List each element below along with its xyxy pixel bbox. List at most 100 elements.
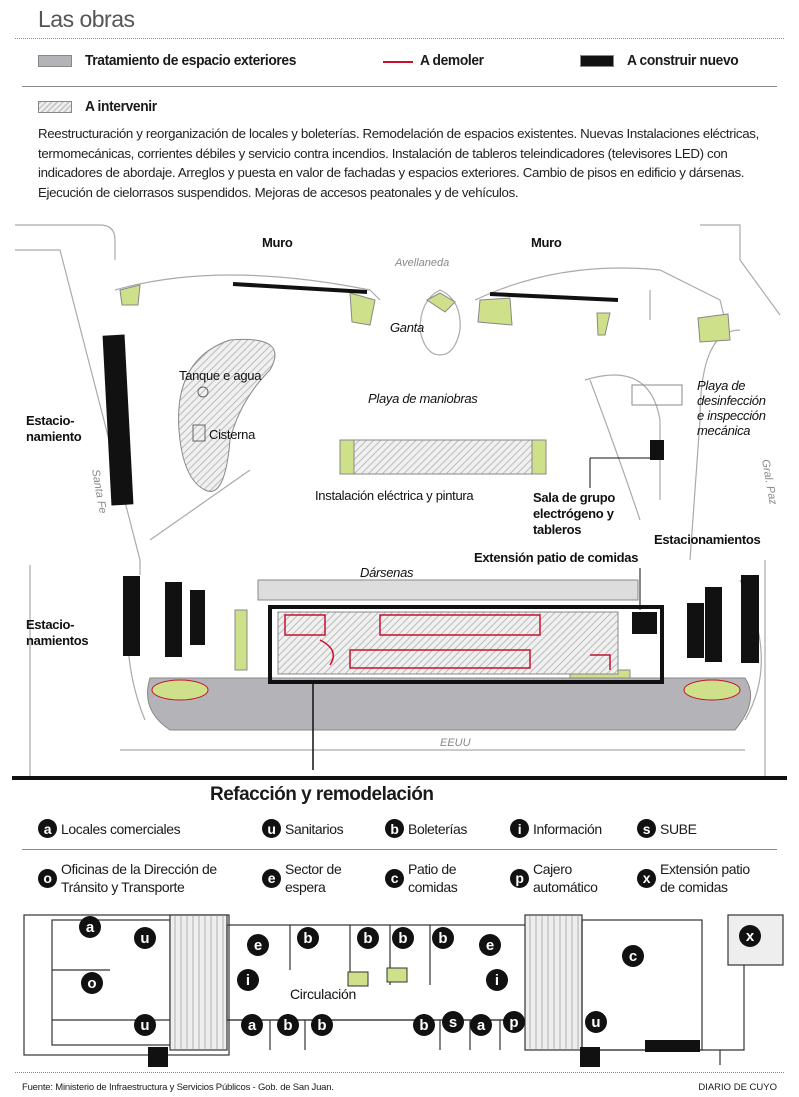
legend-swatch-exteriores	[38, 55, 72, 67]
label-muro: Muro	[262, 235, 293, 250]
street-santa-fe: Santa Fe	[89, 468, 109, 514]
badge-icon: a	[38, 819, 57, 838]
legend-intervenir: A intervenir	[85, 98, 157, 115]
marker-badge	[413, 1014, 435, 1036]
legend-demoler: A demoler	[420, 52, 484, 69]
description: Reestructuración y reorganización de loc…	[38, 126, 759, 200]
marker-badge	[241, 1014, 263, 1036]
marker-badge	[442, 1011, 464, 1033]
exterior-treatment-area	[147, 677, 752, 731]
marker-badge	[392, 927, 414, 949]
label-tanque: Tanque e agua	[179, 368, 262, 383]
badge-icon: s	[637, 819, 656, 838]
terminal-building	[277, 611, 619, 675]
street-eeuu: EEUU	[440, 737, 471, 749]
marker-letter: b	[363, 930, 372, 947]
street-gral-paz: Gral. Paz	[759, 458, 779, 506]
label-playa-maniobras: Playa de maniobras	[368, 391, 478, 406]
marker-letter: s	[449, 1014, 457, 1031]
marker-badge	[357, 927, 379, 949]
marker-letter: b	[303, 930, 312, 947]
marker-letter: b	[419, 1017, 428, 1034]
marker-badge	[247, 934, 269, 956]
label-ganta: Ganta	[390, 320, 424, 335]
label-circulacion: Circulación	[290, 986, 356, 1002]
source-note: Fuente: Ministerio de Infraestructura y …	[22, 1082, 334, 1093]
badge-icon: u	[262, 819, 281, 838]
muro-left	[232, 282, 368, 294]
tanque-icon	[197, 386, 209, 398]
label-darsenas: Dársenas	[360, 565, 414, 580]
marker-badge	[277, 1014, 299, 1036]
extension-patio-building	[632, 612, 657, 634]
marker-letter: a	[248, 1017, 257, 1034]
remodel-frame	[268, 605, 664, 684]
info-screen	[347, 971, 369, 987]
marker-badge	[503, 1011, 525, 1033]
marker-letter: o	[87, 975, 96, 992]
marker-badge	[134, 927, 156, 949]
badge-icon: b	[385, 819, 404, 838]
marker-letter: c	[629, 948, 637, 965]
marker-letter: e	[486, 937, 494, 954]
darsenas	[257, 579, 639, 601]
marker-badge	[432, 927, 454, 949]
instalacion-area	[353, 439, 533, 475]
marker-letter: b	[317, 1017, 326, 1034]
new-parking-buildings	[102, 334, 759, 663]
marker-letter: a	[86, 919, 95, 936]
legend-swatch-demoler	[383, 61, 413, 63]
marker-letter: i	[246, 972, 250, 989]
label-extension-patio: Extensión patio de comidas	[474, 550, 638, 565]
marker-letter: u	[140, 1017, 149, 1034]
label-instalacion: Instalación eléctrica y pintura	[315, 488, 474, 503]
info-screen	[386, 967, 408, 983]
divider	[15, 1072, 784, 1073]
divider	[15, 38, 784, 39]
legend-construir: A construir nuevo	[627, 52, 739, 69]
marker-badge	[81, 972, 103, 994]
marker-letter: b	[283, 1017, 292, 1034]
tanque-area	[178, 338, 276, 492]
marker-badge	[297, 927, 319, 949]
divider	[22, 86, 777, 87]
page-title: Las obras	[38, 6, 135, 32]
marker-letter: i	[495, 972, 499, 989]
marker-badge	[470, 1014, 492, 1036]
cisterna-icon	[192, 424, 206, 442]
marker-badge	[479, 934, 501, 956]
label-cisterna: Cisterna	[209, 427, 256, 442]
label-estacionamientos-left: Estacio-namientos	[26, 617, 88, 648]
muro-right	[489, 292, 619, 302]
marker-badge	[311, 1014, 333, 1036]
new-block	[645, 1040, 700, 1052]
badge-icon: i	[510, 819, 529, 838]
demolish-lines	[284, 614, 611, 670]
marker-letter: b	[438, 930, 447, 947]
sala-grupo-building	[650, 440, 664, 460]
new-block	[580, 1047, 600, 1067]
marker-letter: u	[140, 930, 149, 947]
floor-plan	[23, 914, 784, 1065]
marker-badge	[622, 945, 644, 967]
street-avellaneda: Avellaneda	[394, 257, 449, 269]
marker-badge	[739, 925, 761, 947]
marker-badge	[585, 1011, 607, 1033]
section-title: Refacción y remodelación	[210, 784, 434, 805]
marker-letter: u	[591, 1014, 600, 1031]
marker-badge	[134, 1014, 156, 1036]
marker-badge	[237, 969, 259, 991]
